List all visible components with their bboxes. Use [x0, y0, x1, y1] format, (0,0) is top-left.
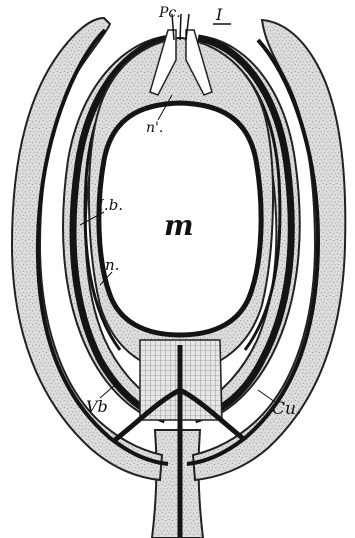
label-n: n.: [105, 256, 119, 274]
label-cu: Cu.: [272, 399, 301, 419]
label-m: m: [164, 209, 194, 242]
label-i: I: [215, 5, 223, 24]
leader-cu: [258, 390, 275, 402]
label-ib: I.b.: [97, 196, 123, 214]
label-pc: Pc.: [158, 5, 181, 21]
label-vb: Vb: [86, 397, 108, 416]
label-n-prime: n'.: [146, 120, 163, 136]
vascular-bundle: [115, 345, 245, 538]
